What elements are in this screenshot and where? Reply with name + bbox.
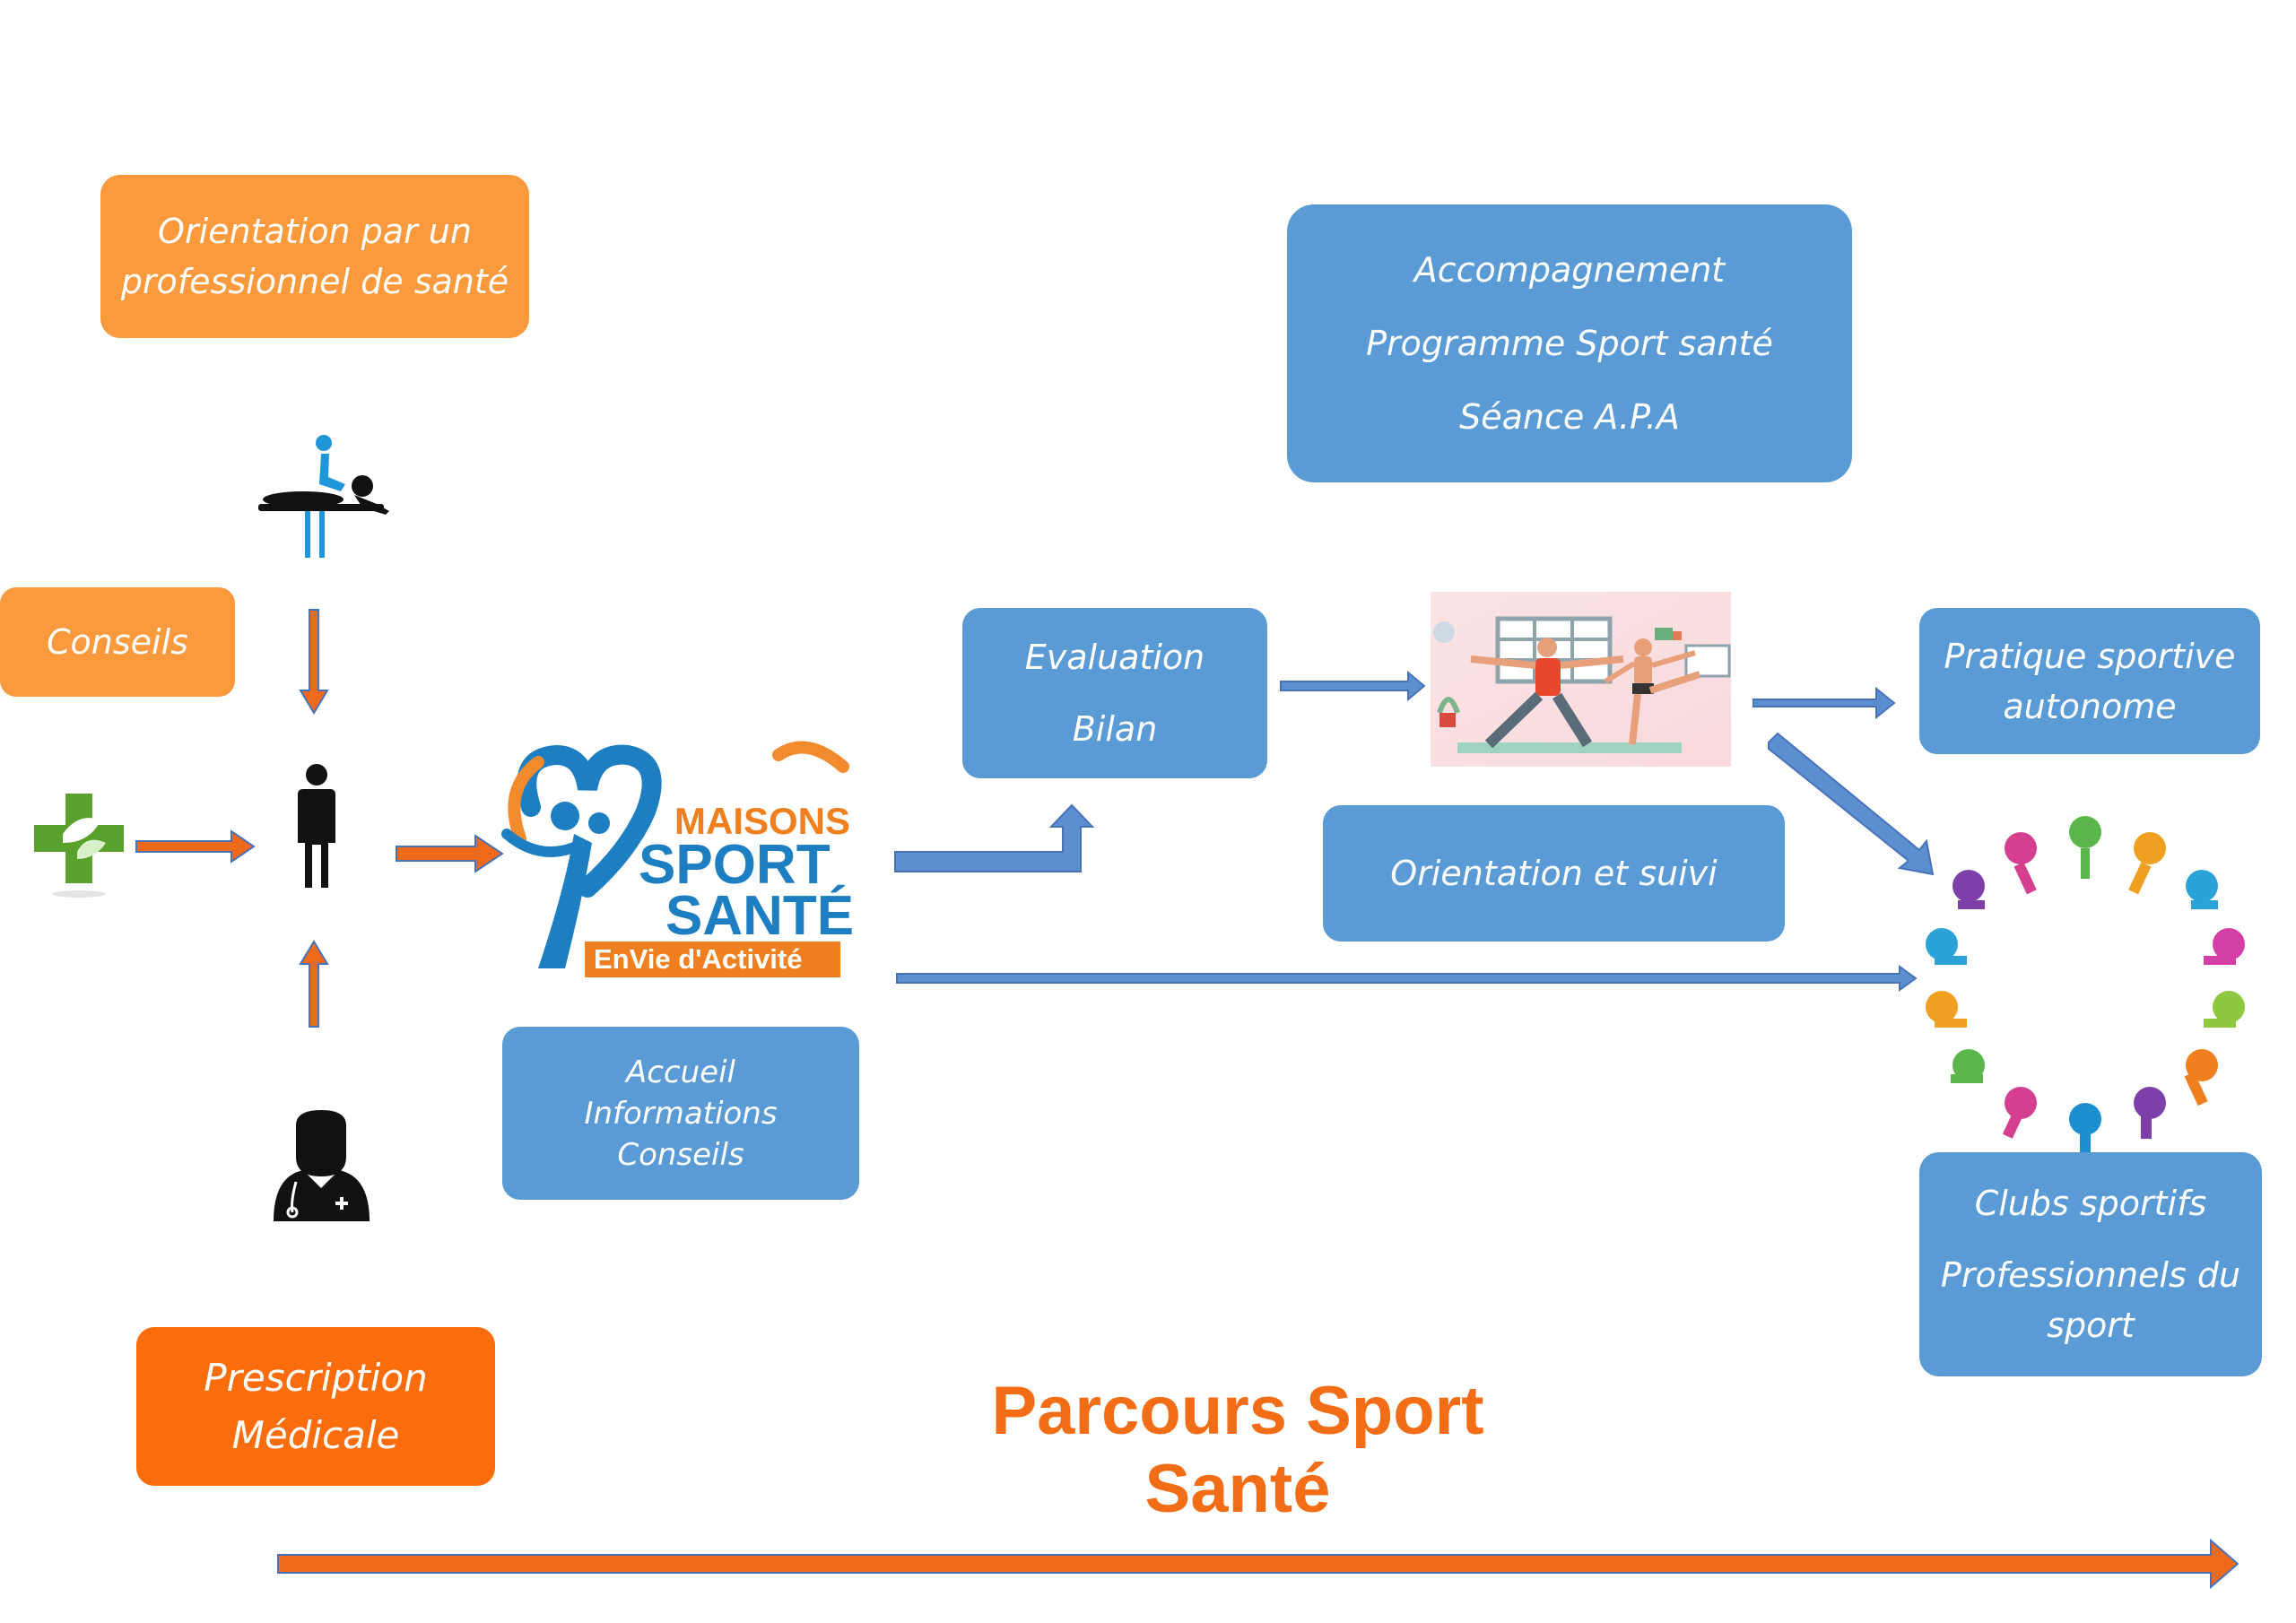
- orientation-suivi-box: Orientation et suivi: [1323, 805, 1785, 942]
- accueil-informations-box: Accueil Informations Conseils: [502, 1027, 859, 1200]
- arrow-logo-to-clubs: [896, 965, 1918, 992]
- evaluation-bilan-box: Evaluation Bilan: [962, 608, 1267, 778]
- prescription-medicale-box: Prescription Médicale: [136, 1327, 495, 1486]
- orientation-suivi-label: Orientation et suivi: [1390, 854, 1718, 893]
- sports-circle-illustration: [1926, 816, 2245, 1153]
- accompagnement-box: Accompagnement Programme Sport santé Séa…: [1287, 204, 1852, 482]
- timeline-arrow: [277, 1538, 2239, 1590]
- logo-sante-text: SANTÉ: [665, 885, 854, 947]
- yoga-exercise-illustration: [1431, 592, 1731, 767]
- physiotherapy-icon: [258, 435, 389, 558]
- logo-tagline-text: EnVie d'Activité: [594, 943, 803, 975]
- clubs-sportifs-box: Clubs sportifs Professionnels du sport: [1919, 1152, 2262, 1376]
- arrow-yoga-to-pratique: [1752, 686, 1896, 720]
- diagram-title: Parcours Sport Santé: [991, 1373, 1484, 1527]
- arrow-doctor-to-person: [299, 940, 329, 1028]
- arrow-pharmacy-to-person: [135, 829, 256, 864]
- accompagnement-line1: Accompagnement: [1413, 250, 1726, 290]
- orientation-professionnel-line1: Orientation par un: [158, 212, 472, 251]
- accueil-line3: Conseils: [617, 1136, 744, 1173]
- clubs-line2: Professionnels du: [1940, 1255, 2241, 1295]
- pratique-line2: autonome: [2003, 686, 2177, 726]
- logo-maisons-text: MAISONS: [674, 800, 850, 842]
- arrow-yoga-to-clubs: [1768, 732, 1935, 876]
- pratique-line1: Pratique sportive: [1944, 636, 2236, 676]
- arrow-person-to-logo: [396, 834, 504, 873]
- maisons-sport-sante-logo: MAISONS SPORT SANTÉ EnVie d'Activité: [501, 741, 854, 977]
- arrow-evaluation-to-yoga: [1280, 670, 1426, 702]
- arrow-physio-to-person: [299, 609, 329, 715]
- conseils-label: Conseils: [47, 622, 188, 662]
- prescription-line2: Médicale: [231, 1412, 400, 1457]
- conseils-box: Conseils: [0, 587, 235, 697]
- prescription-line1: Prescription: [204, 1355, 428, 1400]
- accompagnement-line3: Séance A.P.A: [1459, 397, 1680, 437]
- accueil-line1: Accueil: [625, 1054, 735, 1090]
- pharmacy-cross-icon: [34, 794, 124, 898]
- accompagnement-line2: Programme Sport santé: [1366, 324, 1773, 363]
- evaluation-line1: Evaluation: [1024, 638, 1205, 677]
- orientation-professionnel-line2: professionnel de santé: [120, 262, 509, 301]
- accueil-line2: Informations: [584, 1095, 778, 1132]
- clubs-line3: sport: [2047, 1306, 2135, 1345]
- doctor-icon: [274, 1110, 370, 1221]
- logo-sport-text: SPORT: [639, 834, 831, 896]
- arrow-logo-to-evaluation: [894, 803, 1095, 872]
- evaluation-line2: Bilan: [1072, 709, 1158, 749]
- pratique-sportive-box: Pratique sportive autonome: [1919, 608, 2260, 754]
- person-icon: [298, 764, 335, 888]
- clubs-line1: Clubs sportifs: [1974, 1184, 2207, 1223]
- orientation-professionnel-box: Orientation par un professionnel de sant…: [100, 175, 529, 338]
